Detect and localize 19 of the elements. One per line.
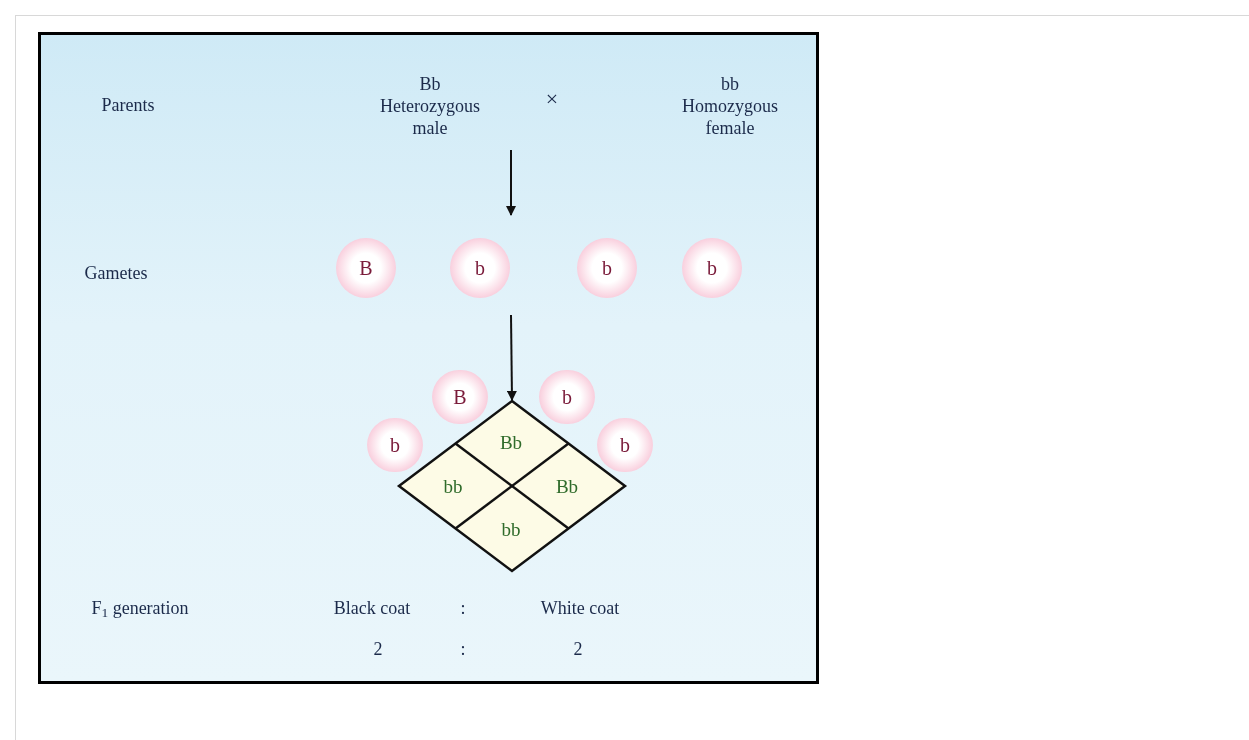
- genotype-text: Bb: [483, 428, 539, 458]
- diagram-label: Heterozygous male: [379, 95, 481, 139]
- diagram-label: Homozygous female: [681, 95, 779, 139]
- diagram-label: Bb: [418, 73, 442, 95]
- diagram-label: Black coat: [332, 597, 412, 619]
- diagram-label: White coat: [539, 597, 621, 619]
- diagram-label: :: [459, 597, 467, 619]
- genotype-text: bb: [425, 472, 481, 502]
- diagram-label: ×: [544, 88, 560, 110]
- genotype-text: Bb: [539, 472, 595, 502]
- diagram-label: Parents: [100, 94, 156, 116]
- genotype-text: bb: [483, 515, 539, 545]
- diagram-label: :: [459, 638, 467, 660]
- diagram-label: F$_{1}$ generation: [90, 597, 190, 619]
- arrow: [506, 314, 517, 401]
- diagram-label: bb: [720, 73, 740, 95]
- diagram-label: 2: [372, 638, 384, 660]
- diagram-label: 2: [572, 638, 584, 660]
- diagram-label: Gametes: [83, 262, 149, 284]
